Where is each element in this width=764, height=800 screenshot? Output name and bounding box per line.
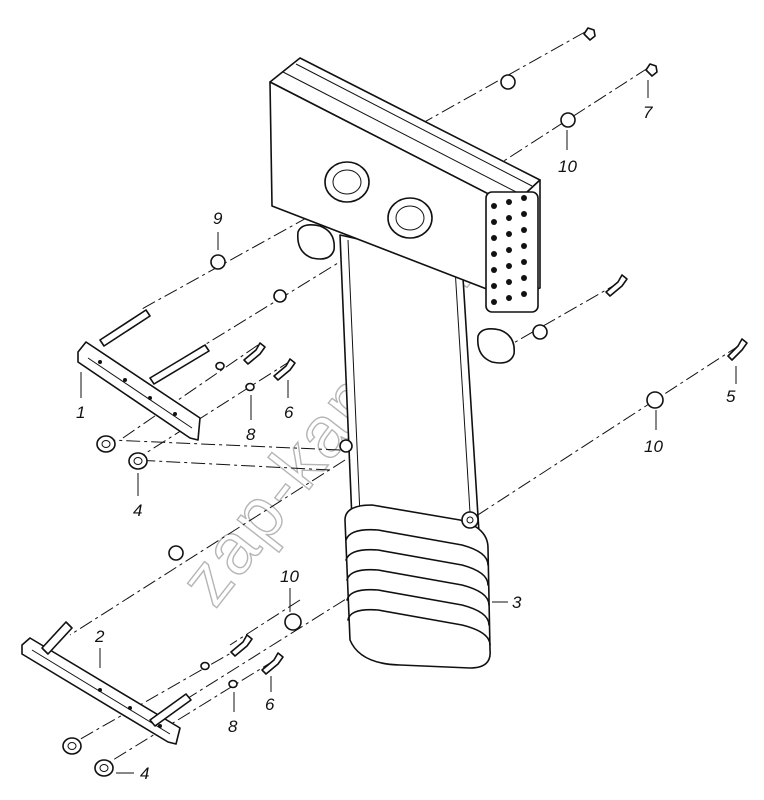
callout-10-top: 10 bbox=[558, 157, 577, 176]
callout-5: 5 bbox=[726, 387, 736, 406]
callout-labels: 9 10 7 5 10 6 8 1 4 2 3 10 6 8 4 bbox=[76, 103, 736, 783]
callout-8-lower: 8 bbox=[228, 717, 238, 736]
callout-9: 9 bbox=[213, 209, 223, 228]
reflector-grid bbox=[485, 191, 539, 313]
lamp-housing-assembly bbox=[269, 57, 541, 669]
callout-6-lower: 6 bbox=[265, 695, 275, 714]
callout-7: 7 bbox=[643, 103, 653, 122]
leader-lines bbox=[80, 80, 737, 774]
callout-2: 2 bbox=[94, 627, 105, 646]
callout-4-lower: 4 bbox=[140, 764, 149, 783]
upper-bracket bbox=[77, 309, 210, 441]
hardware bbox=[62, 27, 748, 777]
callout-3: 3 bbox=[512, 593, 522, 612]
flap-ribs bbox=[345, 528, 491, 646]
callout-1: 1 bbox=[76, 403, 85, 422]
callout-6-upper: 6 bbox=[284, 403, 294, 422]
callout-8-upper: 8 bbox=[246, 425, 256, 444]
callout-4-upper: 4 bbox=[133, 501, 142, 520]
lower-bracket bbox=[21, 621, 192, 745]
callout-10-right: 10 bbox=[644, 437, 663, 456]
callout-10-lower: 10 bbox=[280, 567, 299, 586]
